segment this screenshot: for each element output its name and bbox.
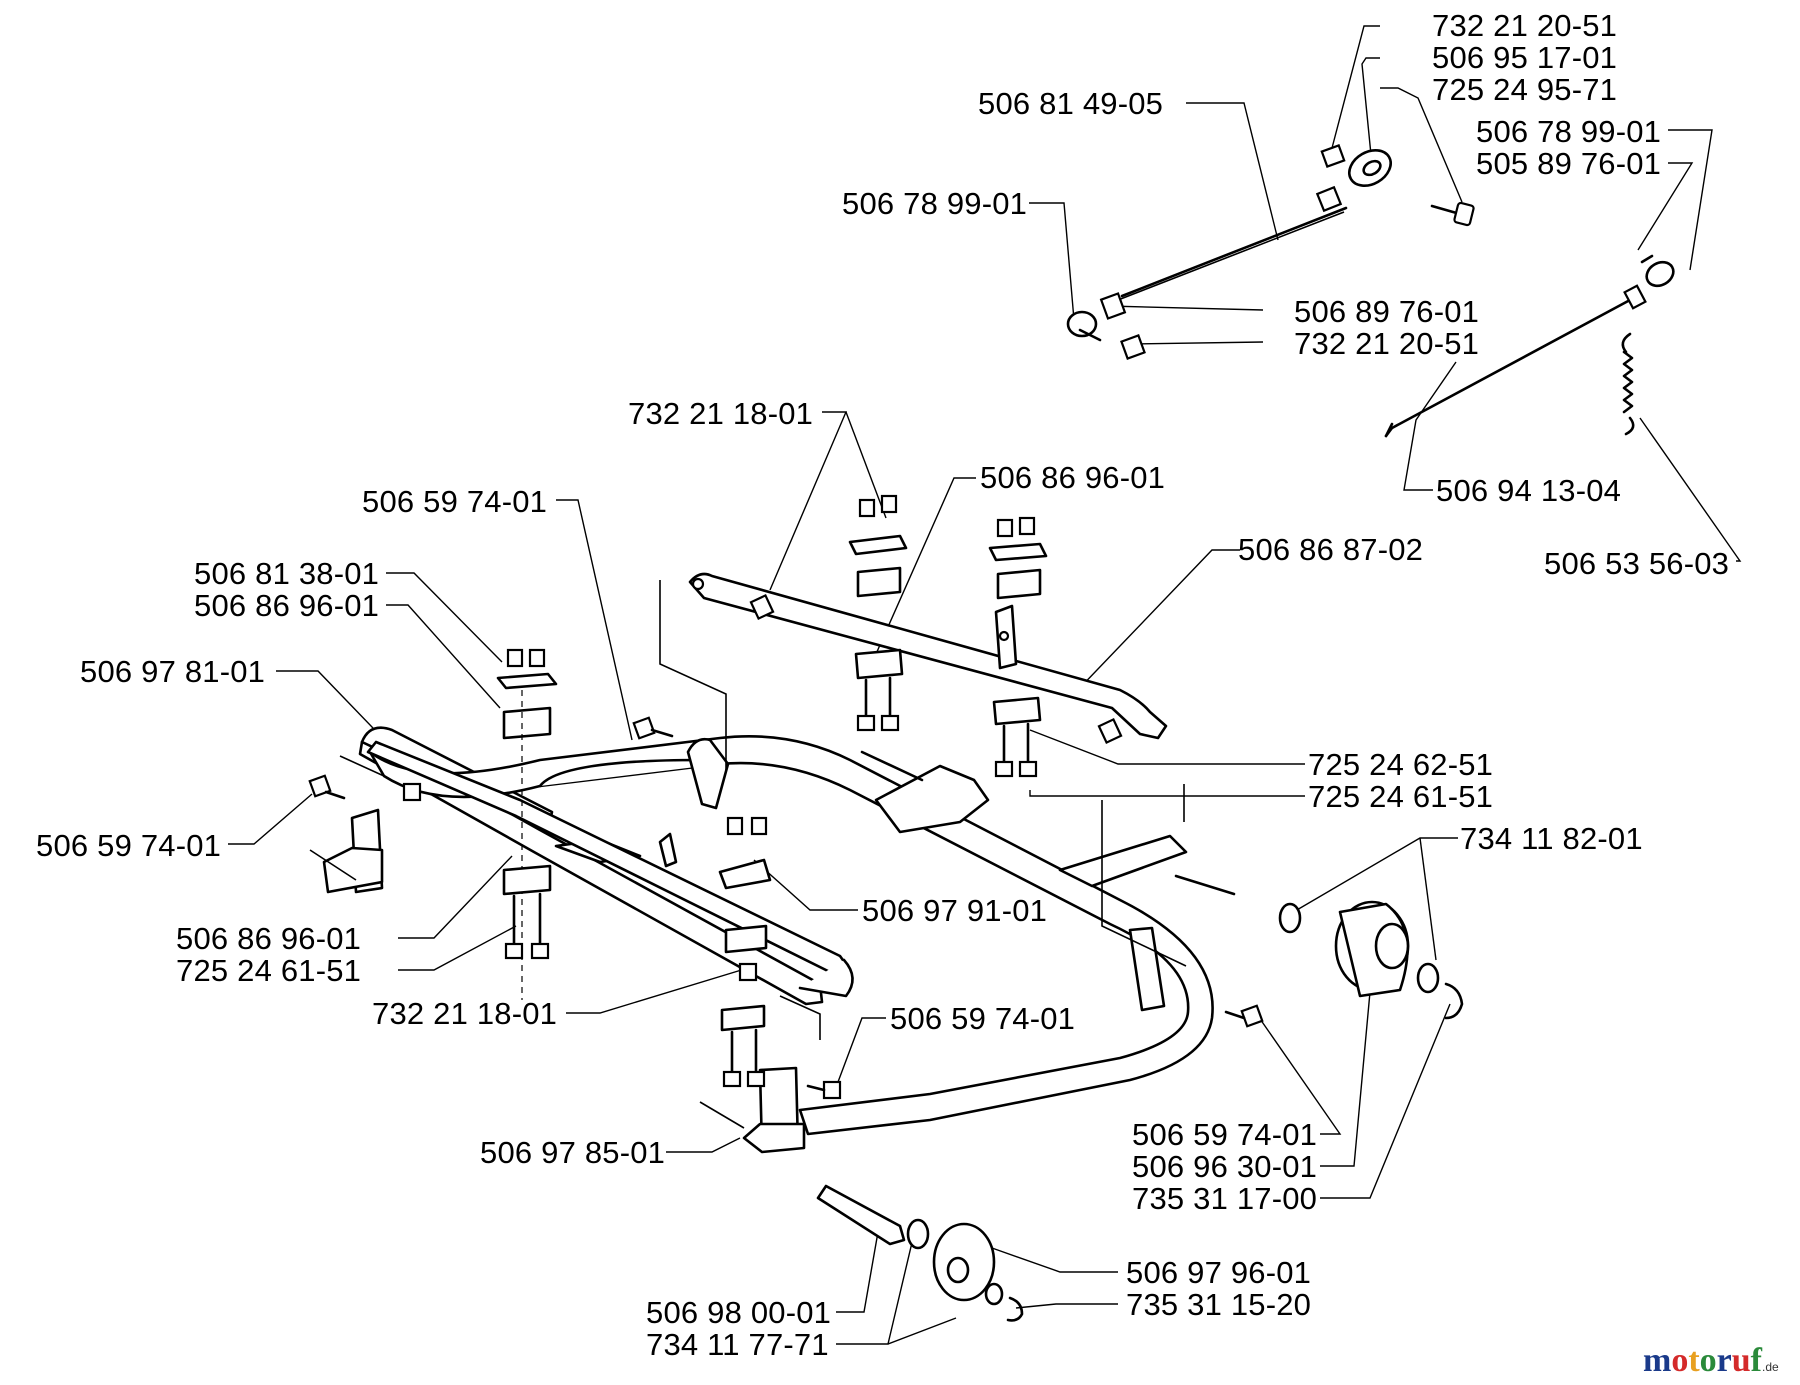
part-label: 506 53 56-03 — [1544, 546, 1730, 581]
clamp-stack-center-upper — [848, 494, 908, 732]
clamp-stack-left-upper — [496, 648, 558, 1000]
clamp-stack-center-lower — [718, 816, 772, 1088]
part-label: 506 86 96-01 — [176, 921, 362, 956]
part-label: 506 86 96-01 — [194, 588, 380, 623]
part-label: 732 21 18-01 — [628, 396, 814, 431]
logo-letter: t — [1688, 1342, 1700, 1379]
part-label: 506 59 74-01 — [1132, 1117, 1318, 1152]
part-label: 734 11 77-71 — [646, 1327, 829, 1362]
part-label: 506 86 96-01 — [980, 460, 1166, 495]
logo-letter: f — [1750, 1342, 1762, 1379]
clamp-stack-right-upper — [988, 516, 1048, 778]
part-label: 506 97 96-01 — [1126, 1255, 1312, 1290]
dash-lines — [309, 580, 1187, 1129]
logo-suffix: .de — [1762, 1360, 1779, 1374]
upper-linkage — [1066, 143, 1675, 438]
part-label: 506 59 74-01 — [36, 828, 222, 863]
leader-lines — [228, 25, 1742, 1345]
part-label: 506 97 85-01 — [480, 1135, 666, 1170]
logo-letter: o — [1699, 1342, 1717, 1379]
part-label: 506 97 81-01 — [80, 654, 266, 689]
rear-wheel — [1278, 900, 1464, 1020]
part-label: 506 81 49-05 — [978, 86, 1164, 121]
part-label: 735 31 15-20 — [1126, 1287, 1312, 1322]
logo-letter: o — [1671, 1342, 1689, 1379]
part-label: 725 24 61-51 — [1308, 779, 1494, 814]
part-label: 506 78 99-01 — [1476, 114, 1662, 149]
part-label: 732 21 18-01 — [372, 996, 558, 1031]
part-label: 506 96 30-01 — [1132, 1149, 1318, 1184]
part-label: 506 94 13-04 — [1436, 473, 1622, 508]
clamp-stack-left-lower — [502, 864, 552, 960]
part-label: 735 31 17-00 — [1132, 1181, 1318, 1216]
motoruf-logo: motoruf.de — [1643, 1343, 1779, 1385]
part-label: 506 95 17-01 — [1432, 40, 1618, 75]
part-label: 506 97 91-01 — [862, 893, 1048, 928]
part-label: 506 98 00-01 — [646, 1295, 832, 1330]
front-wheel — [816, 1184, 1024, 1322]
logo-letter: r — [1716, 1342, 1732, 1379]
part-label: 506 78 99-01 — [842, 186, 1028, 221]
part-label: 732 21 20-51 — [1432, 8, 1618, 43]
logo-letter: u — [1731, 1342, 1751, 1379]
part-label: 732 21 20-51 — [1294, 326, 1480, 361]
part-label: 506 59 74-01 — [890, 1001, 1076, 1036]
part-label: 506 89 76-01 — [1294, 294, 1480, 329]
logo-wordmark: motoruf — [1643, 1342, 1762, 1379]
part-label: 725 24 95-71 — [1432, 72, 1618, 107]
rear-bar — [688, 572, 1168, 744]
front-bar — [366, 740, 854, 998]
part-label: 505 89 76-01 — [1476, 146, 1662, 181]
part-label: 725 24 61-51 — [176, 953, 362, 988]
part-label: 506 59 74-01 — [362, 484, 548, 519]
part-label: 506 86 87-02 — [1238, 532, 1424, 567]
part-label: 506 81 38-01 — [194, 556, 380, 591]
part-label: 734 11 82-01 — [1460, 821, 1643, 856]
part-label: 725 24 62-51 — [1308, 747, 1494, 782]
bolts — [308, 716, 1264, 1100]
logo-letter: m — [1643, 1342, 1672, 1379]
